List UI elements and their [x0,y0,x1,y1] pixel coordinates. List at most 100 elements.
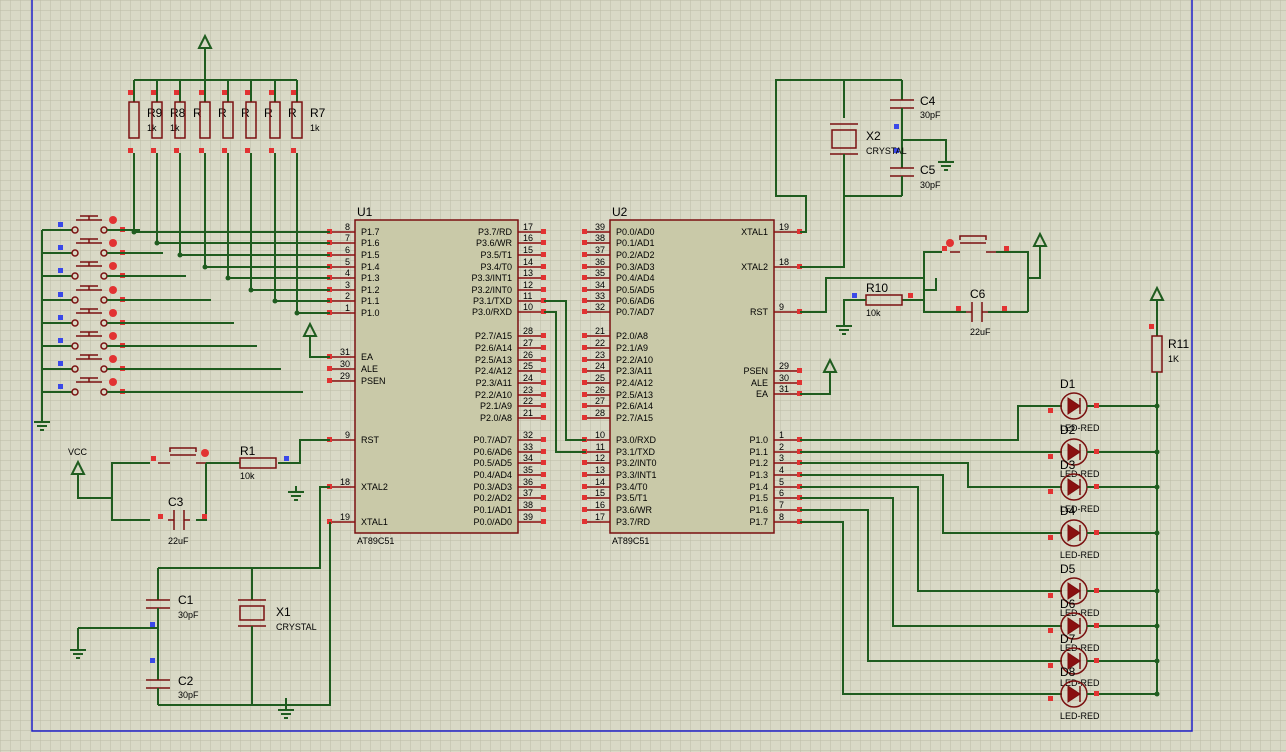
u2-pin-2[interactable]: 2P1.1 [749,442,802,457]
u2-pin-8[interactable]: 8P1.7 [749,512,802,527]
u2-pin-name: P0.6/AD6 [616,296,655,306]
u1-pin-name: P1.4 [361,262,380,272]
u2-pin-5[interactable]: 5P1.4 [749,477,802,492]
u1-pin-name: ALE [361,364,378,374]
push-switch[interactable] [42,153,330,280]
u2-pin-name: P1.2 [749,458,768,468]
u2-pin-7[interactable]: 7P1.6 [749,500,802,515]
u2-pin-name: P1.1 [749,447,768,457]
push-switch[interactable] [42,153,330,350]
u1-pin-name: P0.6/AD6 [473,447,512,457]
u2-pin-3[interactable]: 3P1.2 [749,453,802,468]
u1-pin-name: P2.0/A8 [480,413,512,423]
u1-pin-name: P1.3 [361,273,380,283]
u1-pin-name: P0.5/AD5 [473,458,512,468]
push-switch[interactable] [42,153,330,235]
u2-pin-1[interactable]: 1P1.0 [749,430,802,445]
push-switch[interactable] [42,153,330,304]
push-switch[interactable] [42,153,330,373]
u2-pin-6[interactable]: 6P1.5 [749,488,802,503]
u2-pin-number: 18 [779,257,789,267]
r1-value: 10k [240,471,255,481]
push-switch[interactable] [42,153,330,396]
c2-ref: C2 [178,674,194,688]
bank-resistor[interactable]: R [174,80,202,153]
u2-pin-name: XTAL2 [741,262,768,272]
u2-ea-arrow [822,357,838,373]
u2-pin-4[interactable]: 4P1.3 [749,465,802,480]
c2-value: 30pF [178,690,199,700]
push-switch[interactable] [42,153,330,257]
bank-resistor[interactable]: R [245,80,273,153]
u1-pin-name: P1.5 [361,250,380,260]
